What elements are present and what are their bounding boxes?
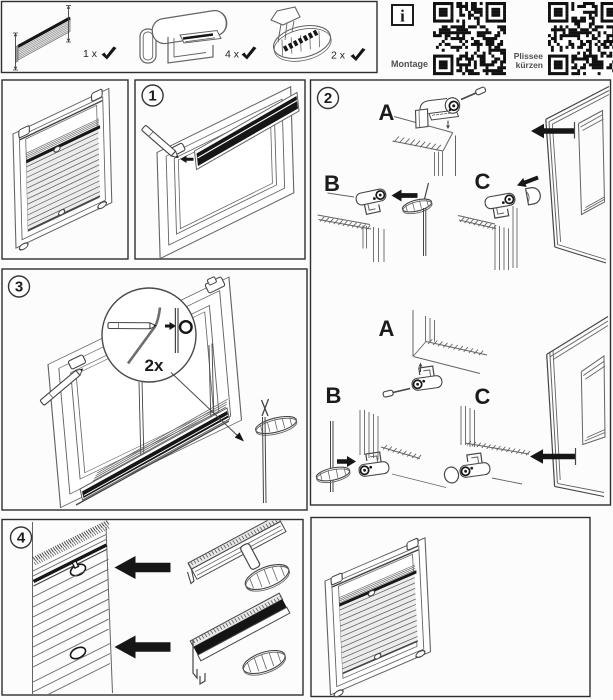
svg-text:C: C	[475, 169, 491, 194]
svg-text:Montage: Montage	[391, 59, 428, 69]
svg-text:2: 2	[324, 90, 332, 107]
svg-text:4: 4	[17, 530, 26, 547]
svg-text:1: 1	[148, 88, 156, 105]
svg-text:2x: 2x	[145, 356, 164, 375]
svg-text:4 x: 4 x	[225, 49, 240, 61]
svg-text:A: A	[379, 100, 395, 125]
svg-text:C: C	[475, 384, 491, 409]
svg-text:A: A	[379, 316, 395, 341]
svg-text:kürzen: kürzen	[516, 60, 543, 70]
svg-text:B: B	[326, 383, 342, 408]
svg-text:1 x: 1 x	[83, 48, 98, 60]
svg-text:i: i	[400, 7, 405, 26]
svg-text:3: 3	[15, 279, 23, 296]
svg-text:B: B	[324, 171, 340, 196]
svg-text:Plissee: Plissee	[514, 51, 544, 61]
svg-text:2 x: 2 x	[331, 50, 346, 62]
